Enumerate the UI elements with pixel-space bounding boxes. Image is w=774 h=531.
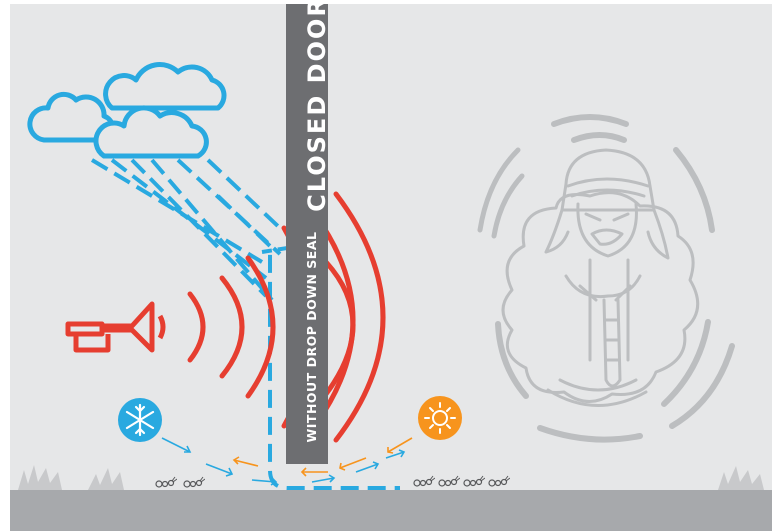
floor <box>10 490 772 531</box>
shiver-line <box>661 319 711 407</box>
shiver-line <box>477 147 521 233</box>
shiver-line <box>491 173 525 239</box>
snowflake-icon <box>118 398 162 442</box>
shivering-person-icon <box>477 114 735 443</box>
door-subtitle-label: WITHOUT DROP DOWN SEAL <box>304 231 319 443</box>
shiver-line <box>571 132 627 143</box>
sun-icon <box>418 396 462 440</box>
shiver-line <box>495 321 529 399</box>
grass-tuft-right <box>718 466 764 490</box>
shiver-line <box>673 147 715 233</box>
grass-tuft-center-left <box>88 468 124 490</box>
rain-cloud-icon <box>27 62 227 159</box>
shiver-line <box>669 343 735 429</box>
horn-icon <box>65 301 166 353</box>
warm-air-arrows <box>232 437 413 477</box>
shiver-line <box>551 114 629 127</box>
grass-tufts <box>18 465 764 490</box>
door-upper-panel <box>286 4 328 154</box>
cold-air-arrows <box>161 437 406 486</box>
shiver-line <box>537 425 643 443</box>
grass-tuft-left <box>18 465 62 490</box>
